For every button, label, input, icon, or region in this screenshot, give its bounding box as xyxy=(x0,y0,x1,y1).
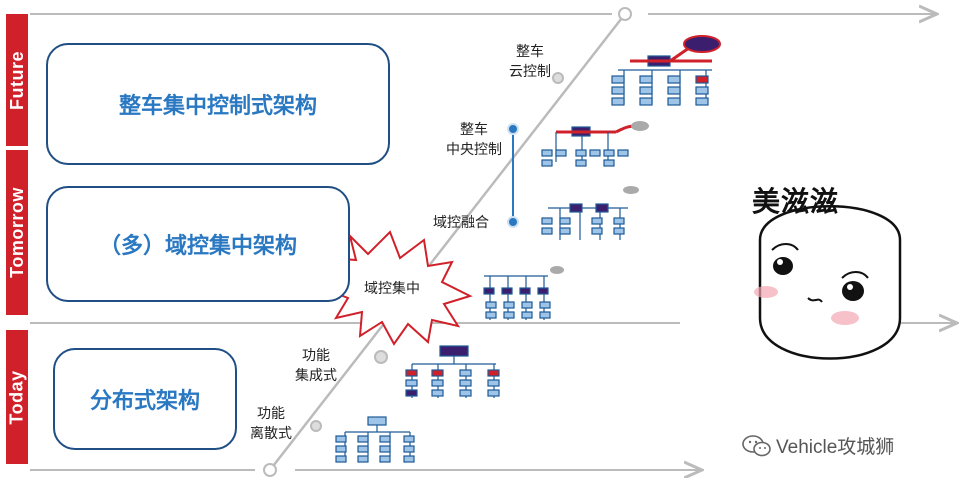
node-integrated xyxy=(374,350,388,364)
node-fusion xyxy=(507,216,519,228)
stage-label-domain-fusion: 域控融合 xyxy=(433,215,489,231)
arch-integrated xyxy=(405,345,500,398)
band-future: Future xyxy=(6,14,28,146)
arch-domain-central xyxy=(483,266,564,320)
box-today-label: 分布式架构 xyxy=(89,389,200,414)
arch-vehicle-cloud xyxy=(611,35,721,106)
node-end xyxy=(618,7,632,21)
stage-label-vehicle-central: 整车 中央控制 xyxy=(446,122,502,158)
stage-label-integrated: 功能 集成式 xyxy=(295,348,337,384)
band-today: Today xyxy=(6,330,28,464)
sticker-caption: 美滋滋 xyxy=(752,185,840,218)
node-start xyxy=(263,463,277,477)
evolution-diagonal xyxy=(269,13,626,471)
stage-label-discrete: 功能 离散式 xyxy=(250,406,292,442)
wechat-icon xyxy=(742,434,771,456)
box-future-label: 整车集中控制式架构 xyxy=(118,94,317,119)
node-discrete xyxy=(310,420,322,432)
box-today-architecture: 分布式架构 xyxy=(53,348,237,450)
box-tomorrow-architecture: （多）域控集中架构 xyxy=(46,186,350,302)
emoji-face xyxy=(754,205,902,360)
arch-domain-fusion xyxy=(541,186,639,240)
stage-label-domain-central: 域控集中 xyxy=(364,281,420,297)
box-future-architecture: 整车集中控制式架构 xyxy=(46,43,390,165)
stage-label-vehicle-cloud: 整车 云控制 xyxy=(509,44,551,80)
box-tomorrow-label: （多）域控集中架构 xyxy=(98,234,297,259)
arch-discrete xyxy=(335,416,415,463)
brand-text: Vehicle攻城狮 xyxy=(776,437,895,458)
brand-watermark: Vehicle攻城狮 xyxy=(742,432,894,459)
node-cloud xyxy=(552,72,564,84)
node-central xyxy=(507,123,519,135)
arch-vehicle-central xyxy=(541,121,649,167)
band-tomorrow: Tomorrow xyxy=(6,150,28,315)
